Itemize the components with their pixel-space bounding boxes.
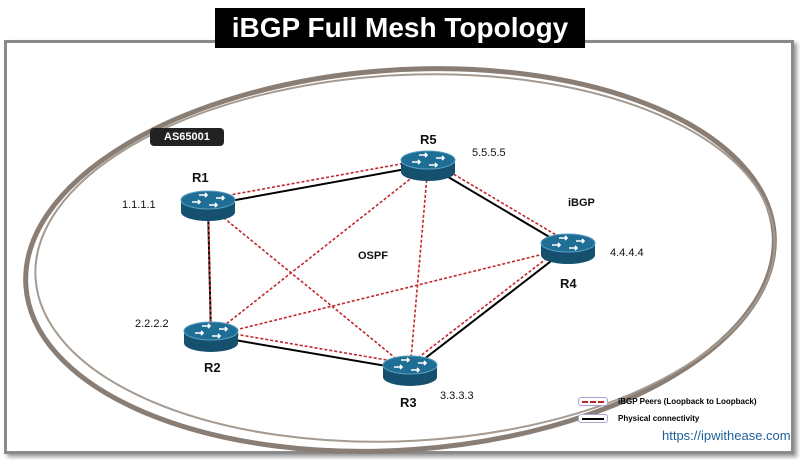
website-url[interactable]: https://ipwithease.com: [662, 428, 791, 443]
router-r4-icon[interactable]: [540, 233, 596, 264]
router-r1-ip: 1.1.1.1: [122, 199, 156, 211]
physical-link-R3-R4: [409, 247, 569, 371]
router-r1-icon[interactable]: [180, 190, 236, 221]
ibgp-label: iBGP: [568, 197, 595, 209]
router-r3-name: R3: [400, 395, 417, 410]
ibgp-link-R2-R3: [210, 329, 411, 365]
router-r4-ip: 4.4.4.4: [610, 247, 644, 259]
physical-link-R2-R3: [210, 335, 411, 371]
ospf-label: OSPF: [358, 250, 388, 262]
ibgp-link-R1-R5: [207, 158, 429, 200]
router-r3-ip: 3.3.3.3: [440, 390, 474, 402]
legend-ibgp: iBGP Peers (Loopback to Loopback): [578, 397, 757, 406]
router-r5-ip: 5.5.5.5: [472, 147, 506, 159]
ibgp-link-R5-R3: [409, 164, 429, 371]
page-title: iBGP Full Mesh Topology: [215, 8, 585, 48]
ibgp-link-R2-R4: [210, 247, 569, 337]
legend-physical: Physical connectivity: [578, 414, 699, 423]
ibgp-link-R3-R4: [409, 241, 569, 365]
router-r2-ip: 2.2.2.2: [135, 318, 169, 330]
legend-physical-text: Physical connectivity: [618, 414, 700, 423]
physical-link-R1-R5: [207, 164, 429, 206]
ibgp-link-R1-R3: [207, 204, 411, 371]
as-boundary-stroke: [34, 73, 776, 443]
router-r1-name: R1: [192, 170, 209, 185]
physical-link-R5-R4: [427, 164, 569, 249]
ibgp-link-R2-R5: [210, 164, 429, 337]
solid-line-swatch: [578, 414, 608, 423]
dashed-line-swatch: [578, 397, 608, 406]
router-r2-icon[interactable]: [183, 321, 239, 352]
router-r3-icon[interactable]: [382, 355, 438, 386]
legend-ibgp-text: iBGP Peers (Loopback to Loopback): [618, 397, 757, 406]
router-r4-name: R4: [560, 276, 577, 291]
router-r2-name: R2: [204, 360, 221, 375]
router-r5-icon[interactable]: [400, 150, 456, 181]
router-r5-name: R5: [420, 132, 437, 147]
as-label: AS65001: [150, 128, 224, 146]
